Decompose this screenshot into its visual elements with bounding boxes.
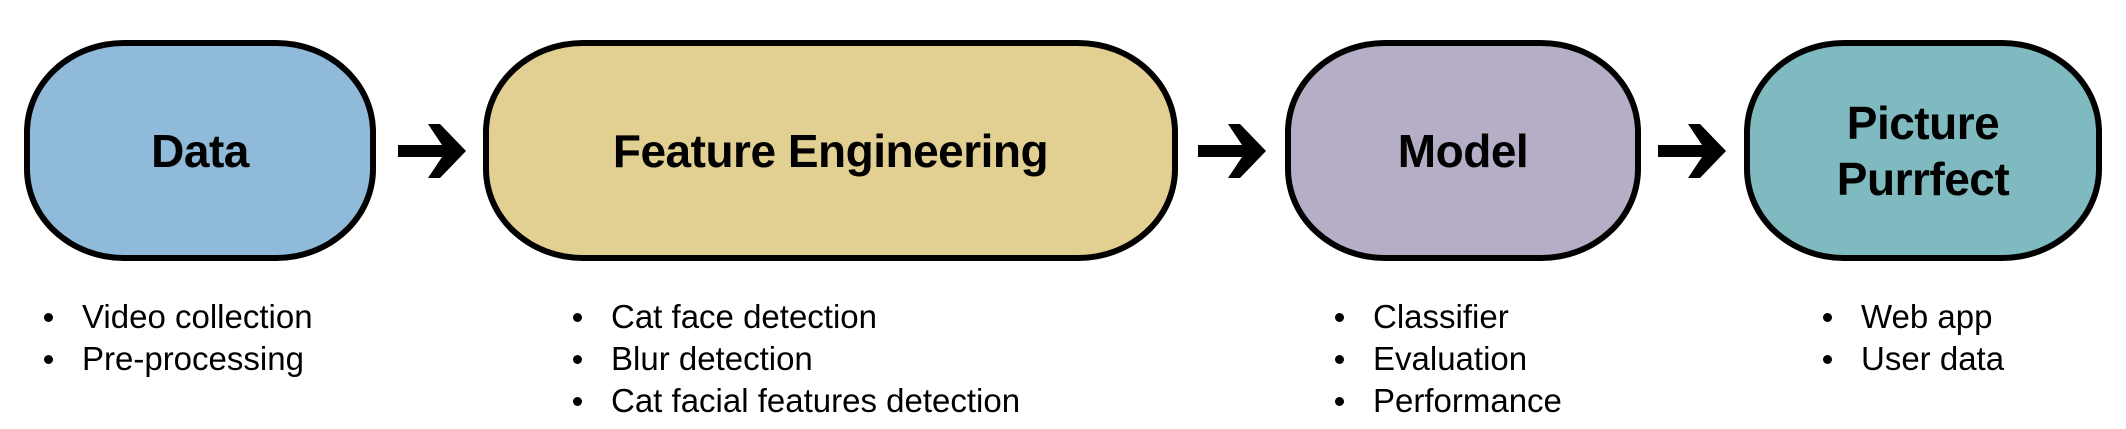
stage-feature-engineering-box: Feature Engineering [483,40,1178,261]
list-item: Cat face detection [573,296,1020,338]
list-item-text: Web app [1861,298,1993,335]
list-item: Performance [1335,380,1562,422]
stage-title-line: Purrfect [1836,152,2010,205]
list-item: Pre-processing [44,338,313,380]
bullet-icon [573,355,582,364]
list-item: Cat facial features detection [573,380,1020,422]
list-item-text: Evaluation [1373,340,1528,377]
bullet-icon [44,313,53,322]
list-item-text: Classifier [1373,298,1509,335]
arrow-right-icon [1658,124,1726,178]
stage-title-line: Picture [1846,96,2000,149]
list-item: Video collection [44,296,313,338]
stage-title-picture-purrfect: Picture Purrfect [1836,95,2010,207]
list-item: Classifier [1335,296,1562,338]
arrow-right-icon [398,124,466,178]
stage-model-box: Model [1285,40,1641,261]
picture-purrfect-bullet-list: Web app User data [1823,296,2004,380]
stage-title-data: Data [151,124,249,177]
list-item-text: Cat face detection [611,298,877,335]
bullet-icon [573,313,582,322]
list-item-text: Blur detection [611,340,813,377]
list-item: Web app [1823,296,2004,338]
data-bullet-list: Video collection Pre-processing [44,296,313,380]
list-item-text: Video collection [82,298,313,335]
feature-engineering-bullet-list: Cat face detection Blur detection Cat fa… [573,296,1020,422]
bullet-icon [1823,313,1832,322]
bullet-icon [44,355,53,364]
arrow-right-icon [1198,124,1266,178]
list-item: Blur detection [573,338,1020,380]
bullet-icon [1823,355,1832,364]
list-item-text: Cat facial features detection [611,382,1021,419]
model-bullet-list: Classifier Evaluation Performance [1335,296,1562,422]
bullet-icon [1335,397,1344,406]
stage-picture-purrfect-box: Picture Purrfect [1744,40,2102,261]
list-item-text: User data [1861,340,2005,377]
list-item-text: Performance [1373,382,1562,419]
bullet-icon [1335,313,1344,322]
stage-title-feature-engineering: Feature Engineering [612,124,1049,177]
stage-data-box: Data [24,40,376,261]
stage-title-model: Model [1397,124,1529,177]
bullet-icon [573,397,582,406]
list-item: User data [1823,338,2004,380]
bullet-icon [1335,355,1344,364]
list-item: Evaluation [1335,338,1562,380]
list-item-text: Pre-processing [82,340,304,377]
